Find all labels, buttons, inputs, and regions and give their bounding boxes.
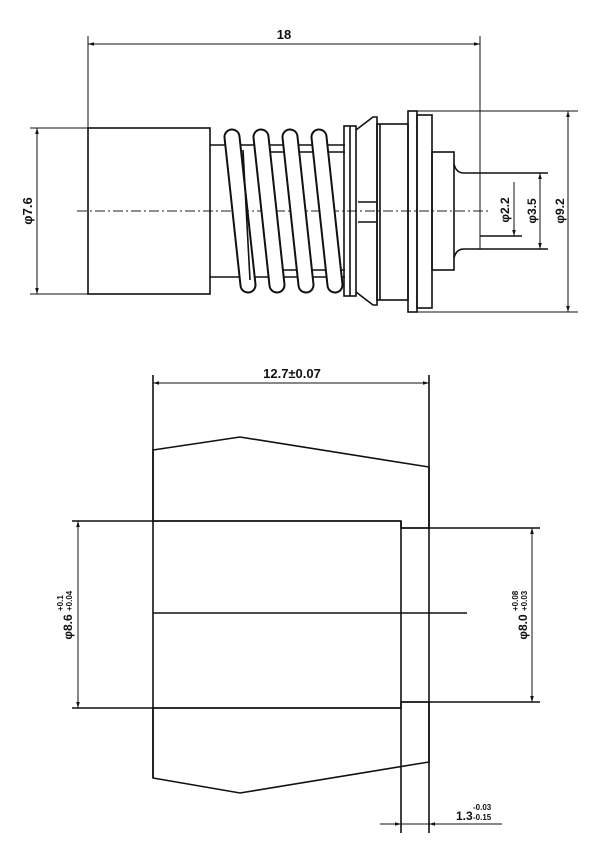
- section-hatch-bottom: [152, 701, 430, 794]
- spring: [223, 128, 344, 294]
- svg-text:+0.04: +0.04: [65, 590, 74, 611]
- dim-cap-diameter: φ7.6: [20, 197, 35, 224]
- svg-text:-0.15: -0.15: [473, 813, 492, 822]
- end-cap: [87, 127, 211, 295]
- section-view: 12.7±0.07 φ8.6 +0.1 +0.04 φ8.0 +0.08 +0.…: [56, 366, 540, 833]
- dim-counterbore-diameter: φ8.0 +0.08 +0.03: [511, 590, 530, 639]
- svg-text:+0.1: +0.1: [56, 595, 65, 611]
- dim-tip-diameter: φ3.5: [525, 198, 539, 224]
- svg-text:φ8.6: φ8.6: [61, 614, 75, 640]
- section-hatch-top: [152, 436, 430, 529]
- dim-pin-diameter: φ2.2: [498, 197, 512, 223]
- dim-bore-diameter: φ8.6 +0.1 +0.04: [56, 590, 75, 639]
- svg-text:+0.03: +0.03: [520, 590, 529, 611]
- dim-length: 18: [277, 27, 291, 42]
- svg-text:+0.08: +0.08: [511, 590, 520, 611]
- dim-counterbore-depth: 1.3 -0.03 -0.15: [456, 803, 492, 823]
- svg-text:1.3: 1.3: [456, 809, 473, 823]
- dim-section-length: 12.7±0.07: [263, 366, 321, 381]
- svg-text:-0.03: -0.03: [473, 803, 492, 812]
- dim-flange-diameter: φ9.2: [553, 198, 567, 224]
- top-view: 18 φ7.6 φ2.2 φ3.5 φ9.2: [20, 27, 578, 313]
- svg-text:φ8.0: φ8.0: [516, 614, 530, 640]
